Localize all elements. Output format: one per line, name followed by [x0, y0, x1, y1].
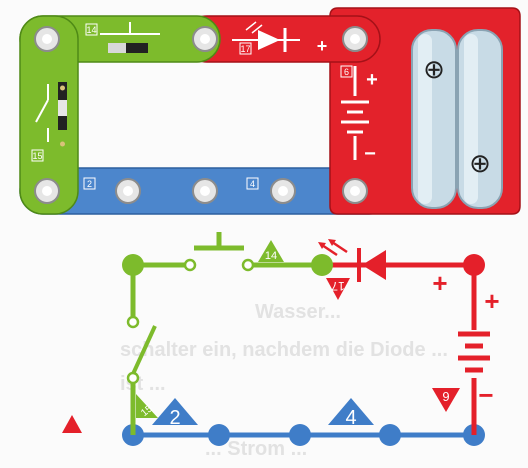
switch-14-triangle [258, 240, 284, 262]
led-17-triangle [326, 278, 350, 300]
switch-14-label: 14 [265, 250, 277, 262]
battery-part-number: 6 [344, 67, 349, 77]
wire-4-triangle [328, 398, 374, 425]
battery-plus-label: + [366, 69, 378, 91]
led-plus-label: + [317, 36, 328, 56]
bg-line-1: Wasser... [255, 301, 341, 323]
led-plus-sign: + [432, 268, 447, 298]
battery-plus-sign: + [484, 286, 499, 316]
battery-6-label: 6 [442, 389, 449, 404]
schematic-red-path: 17 + + − 6 [318, 239, 500, 435]
bg-line-2: schalter ein, nachdem die Diode ... [120, 339, 448, 361]
slide-switch-number: 15 [32, 151, 42, 161]
battery-6-triangle [432, 388, 460, 412]
led-light-arrows [321, 240, 348, 257]
schematic-battery-symbol [458, 331, 490, 373]
battery-holder-part: ⊕ ⊕ 6 + − [329, 7, 521, 215]
snap-connectors [34, 26, 368, 204]
slide-switch-lever [131, 325, 157, 375]
bg-line-3: ist ... [120, 373, 166, 395]
battery-minus-label: − [364, 143, 376, 165]
wire-4-label: 4 [345, 407, 356, 429]
led-part: 17 + [183, 15, 381, 63]
press-switch-number: 14 [86, 25, 96, 35]
schematic-led-symbol [362, 250, 386, 280]
red-marker-triangle [62, 415, 82, 433]
cell-plus-terminal-left: ⊕ [423, 54, 445, 84]
bg-line-4: ... Strom ... [205, 438, 307, 460]
wire-2-triangle [152, 398, 198, 425]
schematic-green-path: 14 15 [122, 232, 333, 435]
switch-parts: 14 15 [19, 15, 221, 215]
blue-part-number-2: 2 [87, 179, 92, 189]
led-17-label: 17 [331, 279, 345, 293]
wire-2-label: 2 [169, 407, 180, 429]
battery-symbol-white [341, 66, 369, 160]
led-part-number: 17 [240, 44, 250, 54]
cell-plus-terminal-right: ⊕ [469, 148, 491, 178]
schematic-blue-wires: 2 4 [122, 398, 485, 446]
battery-minus-sign: − [478, 380, 493, 410]
blue-part-number-4: 4 [250, 179, 255, 189]
switch-15-triangle [136, 394, 158, 418]
slide-switch-part [19, 15, 79, 215]
